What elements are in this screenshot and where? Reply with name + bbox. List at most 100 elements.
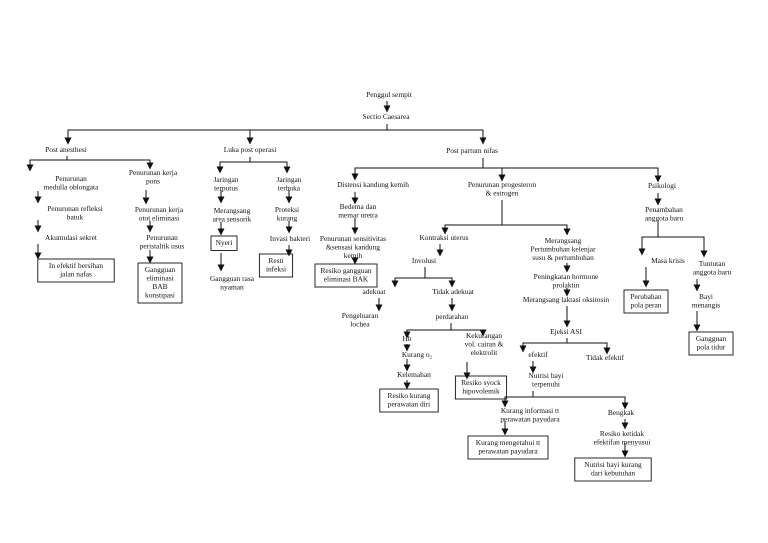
node-prolaktin-line-1: prolaktin (553, 281, 580, 290)
node-perubahan-line-0: Perubahan (630, 292, 661, 301)
node-bayi-line-0: Bayi (699, 292, 713, 301)
edge-ej-te (567, 342, 611, 355)
node-jar2-line-1: terbuka (278, 184, 301, 193)
node-pen_med-line-1: medulla oblongata (44, 183, 100, 192)
node-nyeri-line-0: Nyeri (216, 238, 233, 247)
node-nutrisi-line-1: terpenuhi (532, 380, 560, 389)
node-pen_peri-line-0: Penurunan (146, 233, 178, 242)
edge-perd-split (403, 323, 452, 339)
node-distensi-line-0: Distensi kandung kemih (337, 180, 409, 189)
node-resti-line-1: infeksi (266, 265, 286, 274)
node-prog-line-0: Penurunan progesteron (468, 180, 537, 189)
edge-prog-split (441, 200, 503, 235)
node-gang_elim-line-3: konstipasi (145, 291, 175, 300)
node-bayi-line-1: menangis (692, 301, 720, 310)
node-efektif-line-0: efektif (528, 350, 548, 359)
node-resiko_bak-line-0: Resiko gangguan (320, 266, 371, 275)
node-resti-line-0: Resti (268, 256, 283, 265)
node-pen_otot-line-1: otot eliminasi (139, 214, 179, 223)
node-kurang_tahu-line-1: perawatan payudara (478, 447, 538, 456)
edge-pen-tun (658, 236, 708, 258)
node-pen_peri-line-1: peristaltik usus (140, 242, 185, 251)
node-resiko_bak-line-1: eliminasi BAK (324, 275, 369, 284)
edge-luka-split (216, 157, 251, 174)
node-ejeksi-line-0: Ejeksi ASI (550, 327, 582, 336)
node-syok-line-1: hipovolemik (462, 387, 500, 396)
box-perubahan (623, 289, 669, 314)
node-hb-line-0: Hb (402, 334, 411, 343)
node-jar1-line-0: Jaringan (213, 175, 238, 184)
box-resti (258, 253, 294, 278)
box-resiko_bak (314, 263, 378, 288)
box-nutrisi_kurang (574, 457, 652, 482)
node-ineff-line-0: In efektif bersihan (49, 261, 103, 270)
node-gang_elim-line-0: Gangguan (145, 265, 176, 274)
edge-nut-split (501, 391, 534, 408)
node-prolaktin-line-0: Peningkatan hormone (534, 272, 599, 281)
node-masa_krisis-line-0: Masa krisis (651, 256, 685, 265)
node-proteksi-line-0: Proteksi (275, 205, 299, 214)
node-edema-line-1: memar uretra (338, 211, 378, 220)
node-pertumbuhan-line-2: susu & pertumbuhan (532, 253, 594, 262)
node-bengkak-line-0: Bengkak (608, 408, 635, 417)
edge-nut-beng (533, 396, 629, 410)
node-involusi-line-0: Involusi (412, 256, 436, 265)
box-ineff (37, 258, 115, 283)
node-pen_ref-line-0: Penurunan refleksi (47, 204, 103, 213)
node-kurang_vol-line-2: elektrolit (471, 348, 499, 357)
node-ineff-line-1: jalan nafas (59, 270, 92, 279)
node-gang_rasa-line-0: Gangguan rasa (210, 274, 255, 283)
node-gang_rasa-line-1: nyaman (220, 283, 244, 292)
node-kurang_vol-line-1: vol. cairan & (465, 340, 504, 349)
node-nutrisi-line-0: Nutrisi bayi (528, 371, 563, 380)
edge-pp-prog (483, 167, 506, 182)
node-gang_elim-line-2: BAB (152, 282, 167, 291)
node-gang_elim-line-1: eliminasi (146, 274, 173, 283)
node-adekuat-line-0: adekuat (363, 287, 387, 296)
node-nutrisi_kurang-line-1: dari kebutuhan (591, 469, 635, 478)
node-pen_pons-line-0: Penurunan kerja (129, 168, 178, 177)
node-edema-line-0: Bedema dan (340, 202, 377, 211)
node-invasi-line-0: Invasi bakteri (270, 234, 310, 243)
box-resiko_rawat (379, 388, 439, 413)
edge-ej-split (519, 338, 568, 353)
node-tidak_efektif-line-0: Tidak efektif (586, 353, 625, 362)
node-psikologi-line-0: Psikologi (648, 181, 676, 190)
box-syok (454, 375, 508, 400)
edge-inv-tad (425, 277, 456, 288)
edge-inv-split (391, 267, 426, 288)
node-prog-line-1: & estrogen (486, 189, 519, 198)
edge-sc-split (64, 124, 388, 145)
node-gang_tidur-line-0: Gangguan (696, 334, 727, 343)
edge-sc-pp (387, 129, 487, 145)
node-tidak_adekuat-line-0: Tidak adekuat (432, 287, 475, 296)
node-kontraksi-line-0: Kontraksi uterus (419, 233, 468, 242)
node-postan-line-0: Post anesthesi (45, 145, 87, 154)
edge-postan-pons (67, 159, 154, 170)
box-gang_tidur (688, 331, 734, 356)
node-pertumbuhan-line-1: Pertumbuhan kelenjar (530, 245, 596, 254)
node-tuntutan-line-0: Tuntutan (699, 259, 726, 268)
node-kurang_tahu-line-0: Kurang mengetahui tt (476, 438, 541, 447)
node-pen_pons-line-1: pons (146, 177, 160, 186)
node-resiko_efektif-line-0: Resiko ketidak (600, 429, 644, 438)
node-kurang_info-line-1: perawatan payudara (500, 415, 560, 424)
node-syok-line-0: Resiko syock (461, 378, 501, 387)
node-jar1-line-1: terputus (214, 184, 238, 193)
edge-luka-jar2 (250, 161, 291, 174)
node-pertumbuhan-line-0: Merangsang (545, 236, 582, 245)
box-nyeri (210, 235, 238, 251)
node-pengeluaran-line-1: lochea (350, 320, 370, 329)
node-luka-line-0: Luka post operasi (224, 145, 277, 154)
box-kurang_tahu (467, 435, 549, 460)
node-resiko_efektif-line-1: efektifan menyusui (594, 438, 651, 447)
node-proteksi-line-1: kurang (277, 214, 298, 223)
node-akum-line-0: Akumulasi sekret (45, 233, 98, 242)
node-sc-line-0: Sectio Caesarea (363, 112, 411, 121)
edge-prog-pert (502, 224, 571, 236)
node-pen_sens-line-0: Penurunan sensitivitas (320, 234, 386, 243)
node-perubahan-line-1: pola peran (631, 301, 662, 310)
node-kurang_info-line-0: Kurang informasi tt (501, 406, 560, 415)
node-laktasi-line-0: Merangsang laktasi oksitosin (523, 295, 610, 304)
node-kurang_vol-line-0: Kekurangan (466, 331, 502, 340)
